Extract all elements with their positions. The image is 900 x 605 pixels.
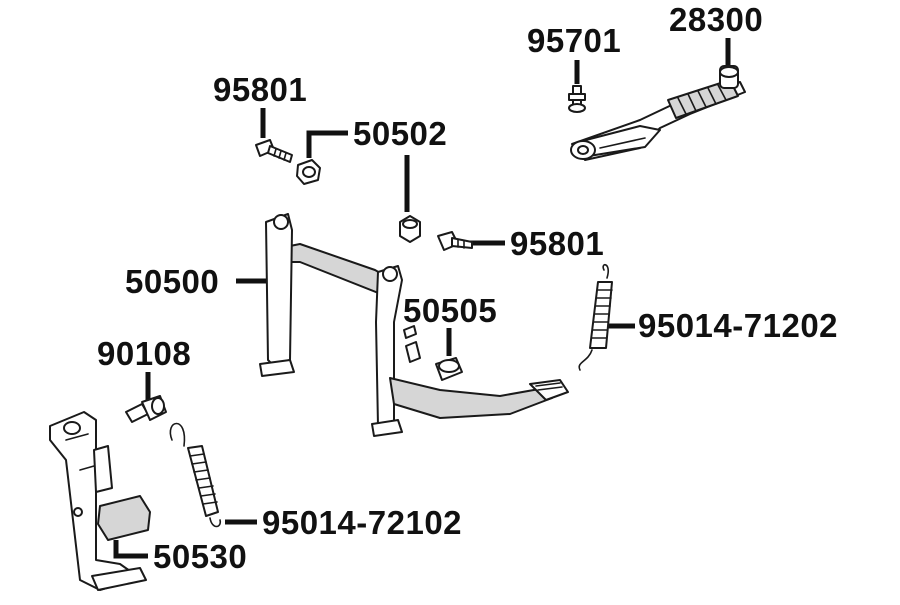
label-95801-top: 95801 (213, 71, 308, 108)
label-50505: 50505 (403, 292, 498, 329)
bolt-95701-part (568, 85, 586, 113)
side-stand-part (49, 411, 151, 591)
label-95801-mid: 95801 (510, 225, 605, 262)
spring-72102-part (169, 422, 222, 528)
label-50500: 50500 (125, 263, 220, 300)
label-50530: 50530 (153, 538, 248, 575)
nut-50502-part (296, 159, 421, 243)
label-95014-71202: 95014-71202 (638, 307, 839, 344)
bolt-95801-top-part (255, 139, 293, 163)
label-50502: 50502 (353, 115, 448, 152)
label-90108: 90108 (97, 335, 192, 372)
bolt-95801-mid-part (437, 231, 473, 251)
spring-71202-part (578, 263, 613, 371)
main-stand-part (259, 213, 569, 437)
bolt-90108-part (125, 395, 167, 423)
label-95701: 95701 (527, 22, 622, 59)
label-28300: 28300 (669, 1, 764, 38)
leader-50502 (306, 130, 348, 158)
leader-50530 (113, 540, 148, 559)
bush-50505-part (435, 357, 463, 381)
kick-lever-part (570, 65, 746, 161)
label-95014-72102: 95014-72102 (262, 504, 463, 541)
